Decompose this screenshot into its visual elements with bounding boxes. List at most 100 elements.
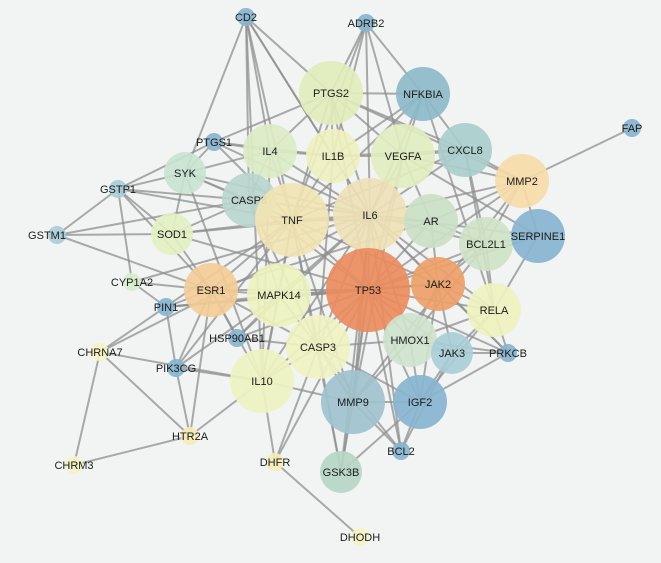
node-htr2a[interactable]: HTR2A	[172, 427, 209, 445]
node-circle[interactable]	[438, 123, 492, 177]
node-label: IL10	[251, 376, 272, 388]
node-il1b[interactable]: IL1B	[306, 129, 360, 183]
node-circle[interactable]	[404, 194, 458, 248]
node-ar[interactable]: AR	[404, 194, 458, 248]
node-nfkbia[interactable]: NFKBIA	[396, 67, 450, 121]
node-circle[interactable]	[351, 528, 369, 546]
node-bcl2l1[interactable]: BCL2L1	[459, 217, 513, 271]
node-circle[interactable]	[623, 119, 641, 137]
node-circle[interactable]	[65, 456, 83, 474]
node-chrna7[interactable]: CHRNA7	[77, 343, 123, 361]
node-cd2[interactable]: CD2	[235, 8, 257, 26]
node-cyp1a2[interactable]: CYP1A2	[111, 273, 153, 291]
node-label: IL1B	[322, 151, 345, 163]
node-mapk14[interactable]: MAPK14	[247, 263, 311, 327]
node-circle[interactable]	[109, 180, 127, 198]
node-serpine1[interactable]: SERPINE1	[511, 209, 565, 263]
node-adrb2[interactable]: ADRB2	[348, 14, 385, 32]
edge-nfkbia-rela	[422, 93, 495, 311]
node-dhodh[interactable]: DHODH	[340, 528, 380, 546]
node-sod1[interactable]: SOD1	[151, 213, 193, 255]
node-tp53[interactable]: TP53	[326, 248, 410, 332]
node-pik3cg[interactable]: PIK3CG	[156, 359, 196, 377]
node-circle[interactable]	[392, 442, 410, 460]
node-hsp90ab1[interactable]: HSP90AB1	[209, 329, 265, 347]
node-circle[interactable]	[91, 343, 109, 361]
node-circle[interactable]	[467, 283, 521, 337]
node-jak3[interactable]: JAK3	[431, 332, 473, 374]
node-circle[interactable]	[321, 370, 385, 434]
node-circle[interactable]	[151, 213, 193, 255]
node-circle[interactable]	[266, 453, 284, 471]
node-circle[interactable]	[243, 124, 297, 178]
node-circle[interactable]	[333, 178, 407, 252]
node-gstm1[interactable]: GSTM1	[28, 226, 66, 244]
node-label: BCL2L1	[466, 239, 506, 251]
node-vegfa[interactable]: VEGFA	[371, 124, 435, 188]
node-il4[interactable]: IL4	[243, 124, 297, 178]
node-circle[interactable]	[306, 129, 360, 183]
node-circle[interactable]	[357, 14, 375, 32]
node-circle[interactable]	[320, 451, 362, 493]
node-circle[interactable]	[511, 209, 565, 263]
node-circle[interactable]	[123, 273, 141, 291]
node-circle[interactable]	[255, 183, 329, 257]
node-gstp1[interactable]: GSTP1	[100, 180, 136, 198]
node-circle[interactable]	[393, 375, 447, 429]
node-circle[interactable]	[499, 344, 517, 362]
node-casp3[interactable]: CASP3	[286, 315, 350, 379]
node-jak2[interactable]: JAK2	[411, 257, 465, 311]
edge-pik3cg-pin1	[165, 306, 177, 369]
node-fap[interactable]: FAP	[622, 119, 643, 137]
node-ptgs2[interactable]: PTGS2	[299, 61, 363, 125]
node-label: PIK3CG	[156, 363, 196, 375]
node-circle[interactable]	[157, 298, 175, 316]
node-syk[interactable]: SYK	[164, 152, 206, 194]
node-prkcb[interactable]: PRKCB	[489, 344, 527, 362]
node-circle[interactable]	[230, 349, 294, 413]
node-il10[interactable]: IL10	[230, 349, 294, 413]
node-bcl2[interactable]: BCL2	[387, 442, 415, 460]
node-cxcl8[interactable]: CXCL8	[438, 123, 492, 177]
node-circle[interactable]	[164, 152, 206, 194]
node-circle[interactable]	[184, 263, 238, 317]
node-tnf[interactable]: TNF	[255, 183, 329, 257]
node-circle[interactable]	[459, 217, 513, 271]
node-circle[interactable]	[396, 67, 450, 121]
node-label: PRKCB	[489, 348, 527, 360]
node-circle[interactable]	[228, 329, 246, 347]
node-hmox1[interactable]: HMOX1	[383, 313, 437, 367]
node-label: ESR1	[197, 285, 226, 297]
node-label: VEGFA	[385, 151, 422, 163]
node-pin1[interactable]: PIN1	[154, 298, 178, 316]
node-circle[interactable]	[247, 263, 311, 327]
node-circle[interactable]	[495, 154, 549, 208]
edge-dhfr-dhodh	[274, 461, 361, 538]
node-circle[interactable]	[181, 427, 199, 445]
node-label: CYP1A2	[111, 277, 153, 289]
node-circle[interactable]	[326, 248, 410, 332]
node-circle[interactable]	[431, 332, 473, 374]
node-rela[interactable]: RELA	[467, 283, 521, 337]
node-circle[interactable]	[371, 124, 435, 188]
node-mmp2[interactable]: MMP2	[495, 154, 549, 208]
node-circle[interactable]	[48, 226, 66, 244]
node-dhfr[interactable]: DHFR	[260, 453, 291, 471]
node-label: IGF2	[408, 397, 432, 409]
node-esr1[interactable]: ESR1	[184, 263, 238, 317]
node-circle[interactable]	[167, 359, 185, 377]
node-label: SERPINE1	[511, 231, 565, 243]
node-circle[interactable]	[237, 8, 255, 26]
node-label: DHODH	[340, 532, 380, 544]
node-circle[interactable]	[286, 315, 350, 379]
node-circle[interactable]	[383, 313, 437, 367]
node-circle[interactable]	[299, 61, 363, 125]
node-circle[interactable]	[205, 133, 223, 151]
node-mmp9[interactable]: MMP9	[321, 370, 385, 434]
node-chrm3[interactable]: CHRM3	[54, 456, 94, 474]
node-gsk3b[interactable]: GSK3B	[320, 451, 362, 493]
node-igf2[interactable]: IGF2	[393, 375, 447, 429]
node-ptgs1[interactable]: PTGS1	[196, 133, 232, 151]
node-circle[interactable]	[411, 257, 465, 311]
node-il6[interactable]: IL6	[333, 178, 407, 252]
